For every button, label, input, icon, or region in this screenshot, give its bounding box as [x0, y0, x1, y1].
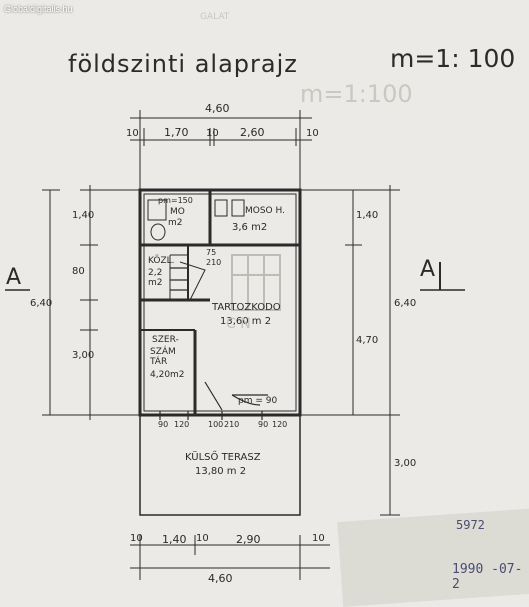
dim-right-total: 6,40 [394, 298, 417, 309]
section-marker-right: A [420, 257, 436, 282]
room-kozl-name: KÖZL. [148, 256, 175, 266]
room-wc-name: MO [170, 207, 185, 217]
dim-left-s2: 1,40 [72, 210, 95, 221]
door-label-bl1: 90 [158, 420, 169, 429]
dim-right-s2: 1,40 [356, 210, 379, 221]
room-szertar-name: SZER- [152, 335, 179, 345]
watermark-text: Globaldigitalis.hu [4, 4, 73, 14]
dim-bottom-mid-wall: 10 [196, 533, 209, 544]
room-moso-area: 3,6 m2 [232, 222, 268, 233]
dim-bottom-total: 4,60 [208, 572, 233, 585]
dim-left-total: 6,40 [30, 298, 53, 309]
bleed-through-scale: m=1:100 [300, 80, 413, 108]
door-label-pm90: pm = 90 [238, 396, 278, 406]
door-label-br1: 90 [258, 420, 269, 429]
bleed-through-text: GALAT [200, 12, 230, 22]
room-wc-area: m2 [168, 218, 183, 228]
door-label-75: 75 [206, 248, 217, 257]
section-marker-left: A [6, 265, 22, 290]
dim-right-s4: 4,70 [356, 335, 379, 346]
door-label-br2: 120 [272, 420, 288, 429]
dim-top-seg1: 1,70 [164, 126, 189, 139]
dim-top-left-wall: 10 [126, 128, 139, 139]
logo-watermark-text: C N [226, 316, 251, 332]
dim-top-mid-wall: 10 [206, 128, 219, 139]
dim-bottom-right-wall: 10 [312, 533, 325, 544]
room-kozl-area: 2,2 m2 [148, 268, 163, 288]
door-label-bm1: 100 [208, 420, 224, 429]
room-tartozkodo-name: TARTOZKODO [212, 302, 281, 313]
dim-top-seg2: 2,60 [240, 126, 265, 139]
dim-bottom-left-wall: 10 [130, 533, 143, 544]
dim-bottom-seg2: 2,90 [236, 533, 261, 546]
dim-left-s8: 3,00 [72, 350, 95, 361]
door-label-bl2: 120 [174, 420, 190, 429]
room-terasz-name: KÜLSŐ TERASZ [185, 452, 261, 463]
door-label-bm2: 210 [224, 420, 240, 429]
room-moso-name: MOSO H. [245, 206, 285, 216]
dim-right-s6: 3,00 [394, 458, 417, 469]
room-tartozkodo-area: 13,60 m 2 [220, 316, 272, 327]
dim-top-total: 4,60 [205, 102, 230, 115]
dim-top-right-wall: 10 [306, 128, 319, 139]
room-szertar-area: 4,20m2 [150, 370, 185, 380]
door-label-210: 210 [206, 258, 222, 267]
dim-bottom-seg1: 1,40 [162, 533, 187, 546]
dim-left-s4: 80 [72, 266, 85, 277]
stamp-area [337, 508, 529, 607]
room-szertar-name2: SZÁM TÁR [150, 347, 176, 367]
stamp-date: 1990 -07- 2 [452, 562, 523, 592]
door-label-pm150: pm=150 [158, 196, 193, 205]
room-terasz-area: 13,80 m 2 [195, 466, 247, 477]
plan-title: földszinti alaprajz [68, 50, 298, 78]
plan-scale: m=1: 100 [390, 44, 516, 73]
stamp-number: 5972 [456, 518, 485, 532]
